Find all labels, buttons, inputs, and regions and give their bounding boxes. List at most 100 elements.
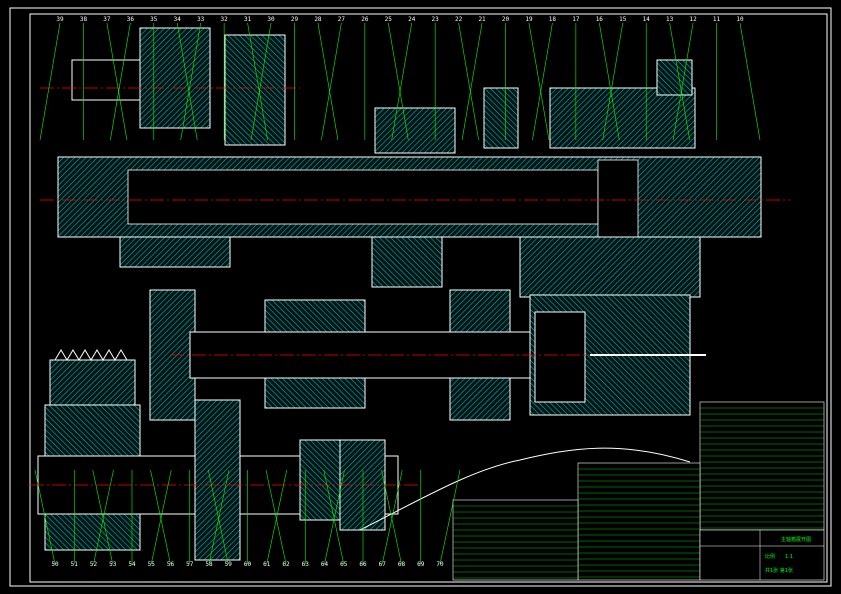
balloon-label: 50 (51, 561, 59, 568)
leader-line (180, 22, 201, 141)
balloon-label: 38 (80, 16, 88, 23)
balloon-label: 27 (338, 16, 346, 23)
main-spindle (40, 156, 790, 241)
leader-line (39, 22, 61, 141)
leader-line (387, 22, 409, 141)
leader-line (602, 22, 624, 141)
leader-line (458, 22, 479, 141)
balloon-label: 10 (736, 16, 744, 23)
input-shaft (30, 349, 420, 561)
housing-contour (359, 447, 691, 531)
leader-line (266, 469, 288, 565)
balloon-label: 23 (432, 16, 440, 23)
balloon-label: 19 (525, 16, 533, 23)
balloon-label: 64 (321, 561, 329, 568)
balloon-label: 28 (314, 16, 322, 23)
leader-line (321, 22, 342, 141)
balloon-label: 13 (666, 16, 674, 23)
balloon-label: 52 (90, 561, 98, 568)
leader-line (439, 469, 461, 565)
leader-line (381, 469, 402, 565)
balloon-label: 56 (167, 561, 175, 568)
sheet-label: 共1张 第1张 (765, 567, 793, 574)
balloon-label: 62 (282, 561, 290, 568)
leader-line (391, 22, 413, 141)
leader-line (669, 22, 690, 141)
balloon-label: 51 (71, 561, 79, 568)
leader-line (324, 469, 345, 565)
outer-border (9, 7, 832, 587)
balloon-label: 30 (267, 16, 275, 23)
parts-list-right (699, 401, 825, 531)
balloon-label: 55 (148, 561, 156, 568)
middle-shaft (149, 289, 706, 421)
leader-line (150, 469, 172, 565)
balloon-label: 37 (103, 16, 111, 23)
balloon-label: 61 (263, 561, 271, 568)
balloon-label: 67 (379, 561, 387, 568)
balloon-label: 24 (408, 16, 416, 23)
leader-line (34, 469, 56, 565)
scale-value: 1:1 (785, 554, 793, 560)
leader-line (599, 22, 620, 141)
balloon-label: 31 (244, 16, 252, 23)
balloon-label: 16 (596, 16, 604, 23)
balloon-label: 11 (713, 16, 721, 23)
balloon-label: 12 (689, 16, 697, 23)
balloon-label: 15 (619, 16, 627, 23)
title-block: 主轴箱展开图 比例 1:1 共1张 第1张 (699, 529, 825, 581)
leader-line (247, 22, 268, 141)
table-rule-lines (453, 407, 824, 579)
leader-line (532, 22, 553, 141)
leader-line (150, 469, 171, 565)
leader-line (381, 469, 403, 565)
balloon-label: 22 (455, 16, 463, 23)
leader-line (207, 469, 229, 565)
leader-line (250, 22, 272, 141)
balloon-label: 53 (109, 561, 117, 568)
balloon-label: 21 (478, 16, 486, 23)
balloon-label: 69 (417, 561, 425, 568)
balloon-label: 59 (225, 561, 233, 568)
balloon-label: 33 (197, 16, 205, 23)
leader-line (176, 22, 198, 141)
leader-line (110, 22, 131, 141)
spindle-upper-parts (40, 27, 696, 154)
balloon-label: 18 (549, 16, 557, 23)
inner-border (29, 13, 828, 583)
balloon-label: 25 (385, 16, 393, 23)
leader-line (317, 22, 339, 141)
leader-line (92, 469, 114, 565)
balloon-label: 60 (244, 561, 252, 568)
leader-line (461, 22, 483, 141)
balloon-labels-top: 39 38 37 36 35 34 33 32 31 30 29 28 27 26 25 24 23 22 21 20… (39, 16, 761, 141)
balloon-label: 34 (174, 16, 182, 23)
leader-line (106, 22, 128, 141)
balloon-label: 17 (572, 16, 580, 23)
leader-line (739, 22, 761, 141)
balloon-label: 32 (221, 16, 229, 23)
leader-line (528, 22, 550, 141)
leader-line (672, 22, 694, 141)
balloon-label: 66 (359, 561, 367, 568)
leader-line (208, 469, 230, 565)
balloon-label: 29 (291, 16, 299, 23)
parts-list-left (452, 499, 579, 581)
balloon-label: 35 (150, 16, 158, 23)
balloon-label: 26 (361, 16, 369, 23)
balloon-label: 36 (127, 16, 135, 23)
balloon-label: 39 (56, 16, 64, 23)
balloon-label: 68 (398, 561, 406, 568)
balloon-label: 63 (302, 561, 310, 568)
leader-line (265, 469, 287, 565)
scale-label: 比例 (765, 553, 775, 560)
leader-line (93, 469, 114, 565)
balloon-label: 20 (502, 16, 510, 23)
parts-list-middle (577, 462, 701, 581)
balloon-label: 54 (128, 561, 136, 568)
balloon-label: 14 (643, 16, 651, 23)
drawing-title: 主轴箱展开图 (781, 536, 811, 543)
leader-line (323, 469, 345, 565)
